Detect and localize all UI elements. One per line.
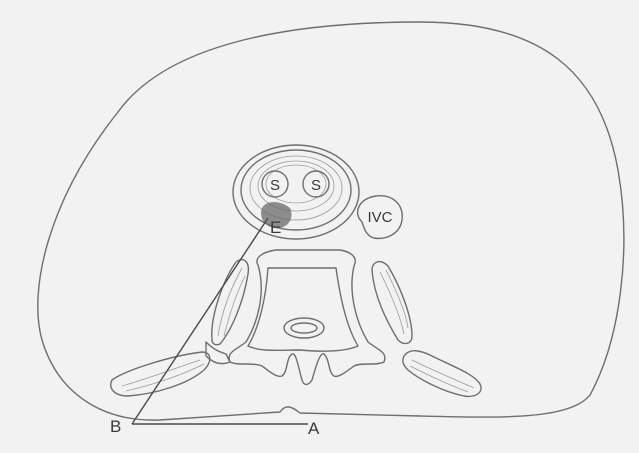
- spinal-canal: [284, 318, 324, 338]
- label-s-left: S: [270, 177, 280, 194]
- label-ivc: IVC: [367, 209, 392, 226]
- label-point-b: B: [110, 417, 121, 436]
- label-point-a: A: [308, 419, 320, 438]
- ring-structure: S S: [233, 145, 359, 239]
- angle-lines: [132, 218, 308, 424]
- line-eb: [132, 218, 268, 424]
- ivc-structure: IVC: [358, 196, 403, 239]
- right-lower-muscle: [403, 351, 481, 397]
- label-point-e: E: [270, 218, 281, 237]
- right-psoas-muscle: [372, 262, 412, 344]
- label-s-right: S: [311, 177, 321, 194]
- left-psoas-muscle: [212, 260, 249, 345]
- left-lower-muscle: [111, 352, 210, 396]
